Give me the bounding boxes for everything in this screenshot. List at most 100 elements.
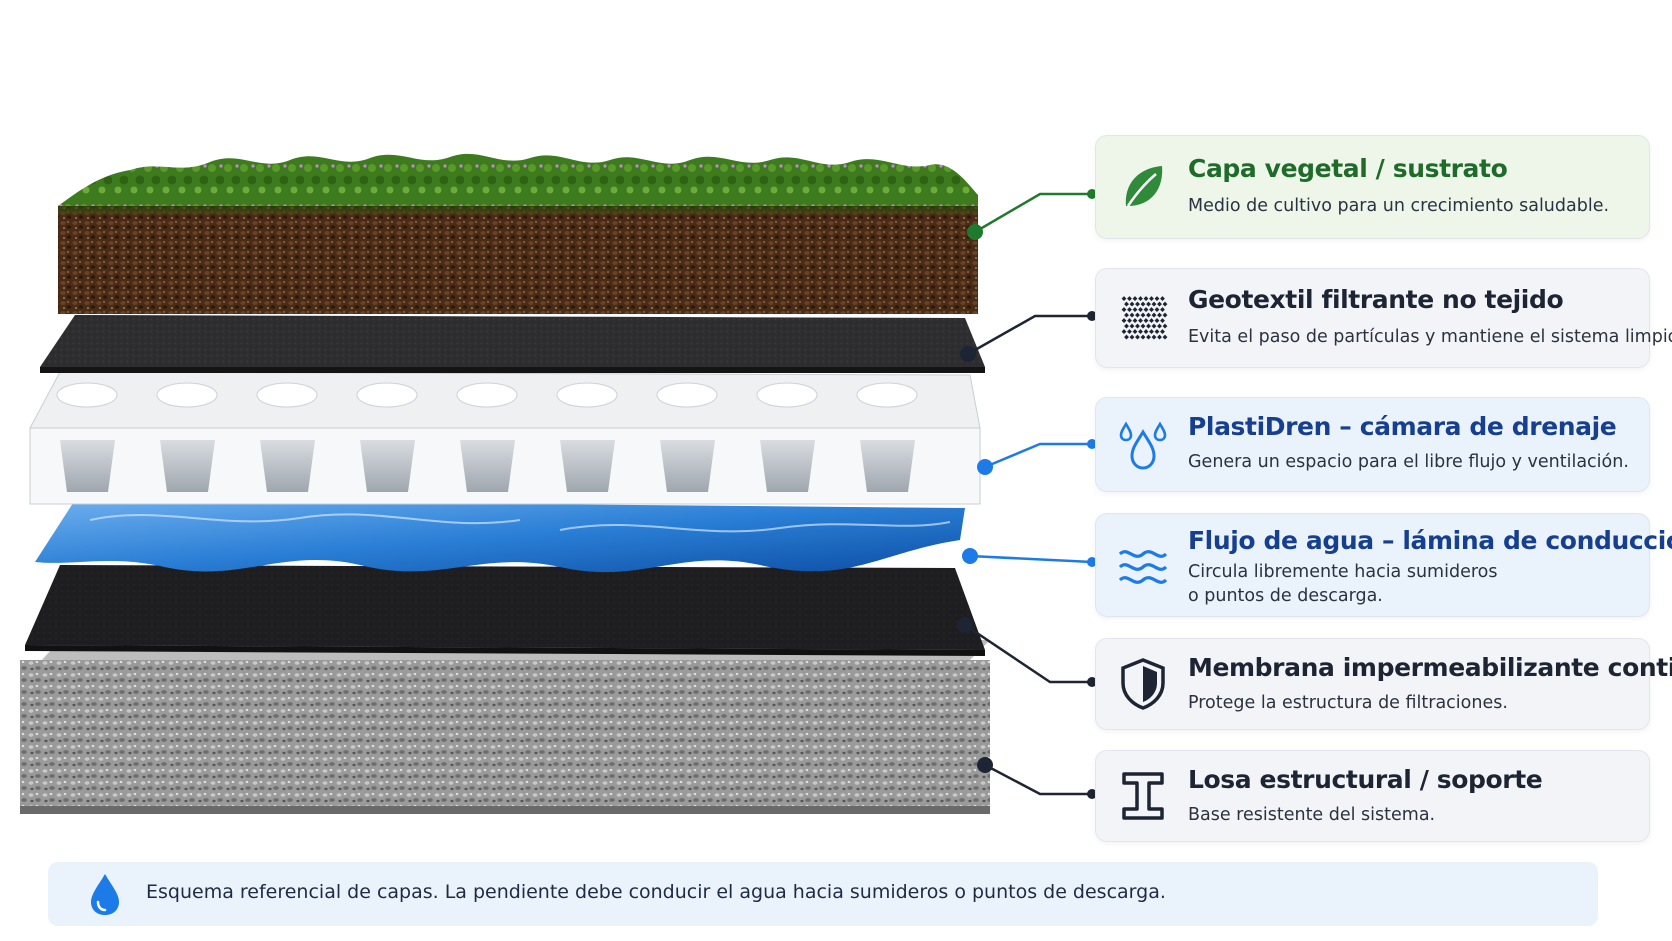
drainage-cell-top [856,382,918,408]
water-drops-icon [1119,421,1167,470]
fabric-dot [1124,323,1129,329]
layer-desc: Base resistente del sistema. [1188,805,1436,825]
fabric-dot [1162,334,1168,340]
fabric-dot [1149,296,1154,301]
fabric-dot [1124,312,1129,318]
water-drop-icon [91,874,119,915]
fabric-dot [1154,318,1160,323]
fabric-dot [1129,301,1135,307]
layer-desc: Circula libremente hacia sumideros [1188,562,1498,582]
fabric-dot [1160,296,1165,301]
layer-desc: Genera un espacio para el libre flujo y … [1188,452,1629,472]
fabric-dot [1132,307,1138,312]
drainage-cell-top [656,382,718,408]
fabric-dot [1124,301,1129,307]
fabric-dot [1146,323,1151,329]
fabric-dot [1146,312,1151,318]
fabric-dot [1121,307,1127,312]
fabric-dot [1146,301,1151,307]
connector-losa [977,757,1097,799]
connector-vegetal [967,189,1097,240]
fabric-dot [1127,329,1132,334]
leaf-icon [1125,166,1163,207]
layer-title: Membrana impermeabilizante continua [1188,653,1672,682]
fabric-dot [1135,334,1140,340]
fabric-dot [1138,307,1143,312]
fabric-dot [1157,301,1162,307]
connector-geotextil [960,311,1097,362]
fabric-dot [1157,334,1162,340]
drainage-cell [460,440,515,492]
fabric-dot [1138,318,1143,323]
fabric-dot [1135,301,1140,307]
fabric-dot [1140,323,1146,329]
drainage-cell [860,440,915,492]
fabric-dot [1143,307,1149,312]
fabric-dot [1154,296,1160,301]
soil-vegetation-layer [58,153,978,314]
fabric-dot [1143,329,1149,334]
reference-note: Esquema referencial de capas. La pendien… [48,862,1598,926]
fabric-dot [1162,312,1168,318]
layer-title: Losa estructural / soporte [1188,765,1543,794]
geotextile-layer [40,315,985,373]
note-text: Esquema referencial de capas. La pendien… [146,881,1166,903]
shield-icon [1121,658,1165,710]
fabric-dot [1160,307,1165,312]
layer-title: Flujo de agua – lámina de conducción [1188,526,1672,555]
fabric-dot [1143,318,1149,323]
layer-title: Capa vegetal / sustrato [1188,154,1508,183]
fabric-dot [1151,334,1157,340]
fabric-dot [1149,329,1154,334]
fabric-dot [1149,307,1154,312]
fabric-dot [1121,296,1127,301]
fabric-dot [1160,329,1165,334]
drainage-cell-top [756,382,818,408]
connector-plastidren [977,439,1097,475]
drainage-cell-top [56,382,118,408]
fabric-dot [1132,296,1138,301]
drainage-cell-top [456,382,518,408]
waves-icon [1118,550,1168,584]
layer-card-losa: Losa estructural / soporte Base resisten… [1095,750,1650,842]
fabric-dot [1121,329,1127,334]
fabric-dot [1140,312,1146,318]
fabric-dot [1143,296,1149,301]
layer-title: Geotextil filtrante no tejido [1188,285,1564,314]
layer-card-geotextil: Geotextil filtrante no tejido Evita el p… [1095,268,1672,368]
water-film-layer [35,500,965,573]
drainage-cell [560,440,615,492]
fabric-dot [1132,318,1138,323]
drainage-cell-top [156,382,218,408]
drainage-cell-top [256,382,318,408]
fabric-dot [1129,334,1135,340]
fabric-dot [1154,307,1160,312]
fabric-dot [1129,312,1135,318]
fabric-dot [1151,301,1157,307]
layer-card-flujo: Flujo de agua – lámina de conducción Cir… [1095,513,1672,617]
layer-card-plastidren: PlastiDren – cámara de drenaje Genera un… [1095,397,1650,492]
fabric-dot [1129,323,1135,329]
fabric-dot [1160,318,1165,323]
fabric-dot [1151,323,1157,329]
layer-card-membrana: Membrana impermeabilizante continua Prot… [1095,638,1672,730]
fabric-dot [1121,318,1127,323]
drainage-cell [660,440,715,492]
fabric-dot [1140,301,1146,307]
layer-stack-illustration [20,153,1097,814]
layer-title: PlastiDren – cámara de drenaje [1188,412,1617,441]
fabric-dot [1124,334,1129,340]
layer-card-vegetal: Capa vegetal / sustrato Medio de cultivo… [1095,135,1650,239]
layer-desc: Protege la estructura de filtraciones. [1188,693,1508,713]
drainage-cells-layer [29,371,981,505]
fabric-dot [1151,312,1157,318]
i-beam-icon [1122,772,1164,820]
fabric-dot [1146,334,1151,340]
fabric-dot [1162,301,1168,307]
drainage-cell [360,440,415,492]
fabric-dot [1162,323,1168,329]
drainage-cell [160,440,215,492]
layer-desc: Evita el paso de partículas y mantiene e… [1188,327,1672,347]
fabric-dot [1157,312,1162,318]
fabric-dot [1138,329,1143,334]
